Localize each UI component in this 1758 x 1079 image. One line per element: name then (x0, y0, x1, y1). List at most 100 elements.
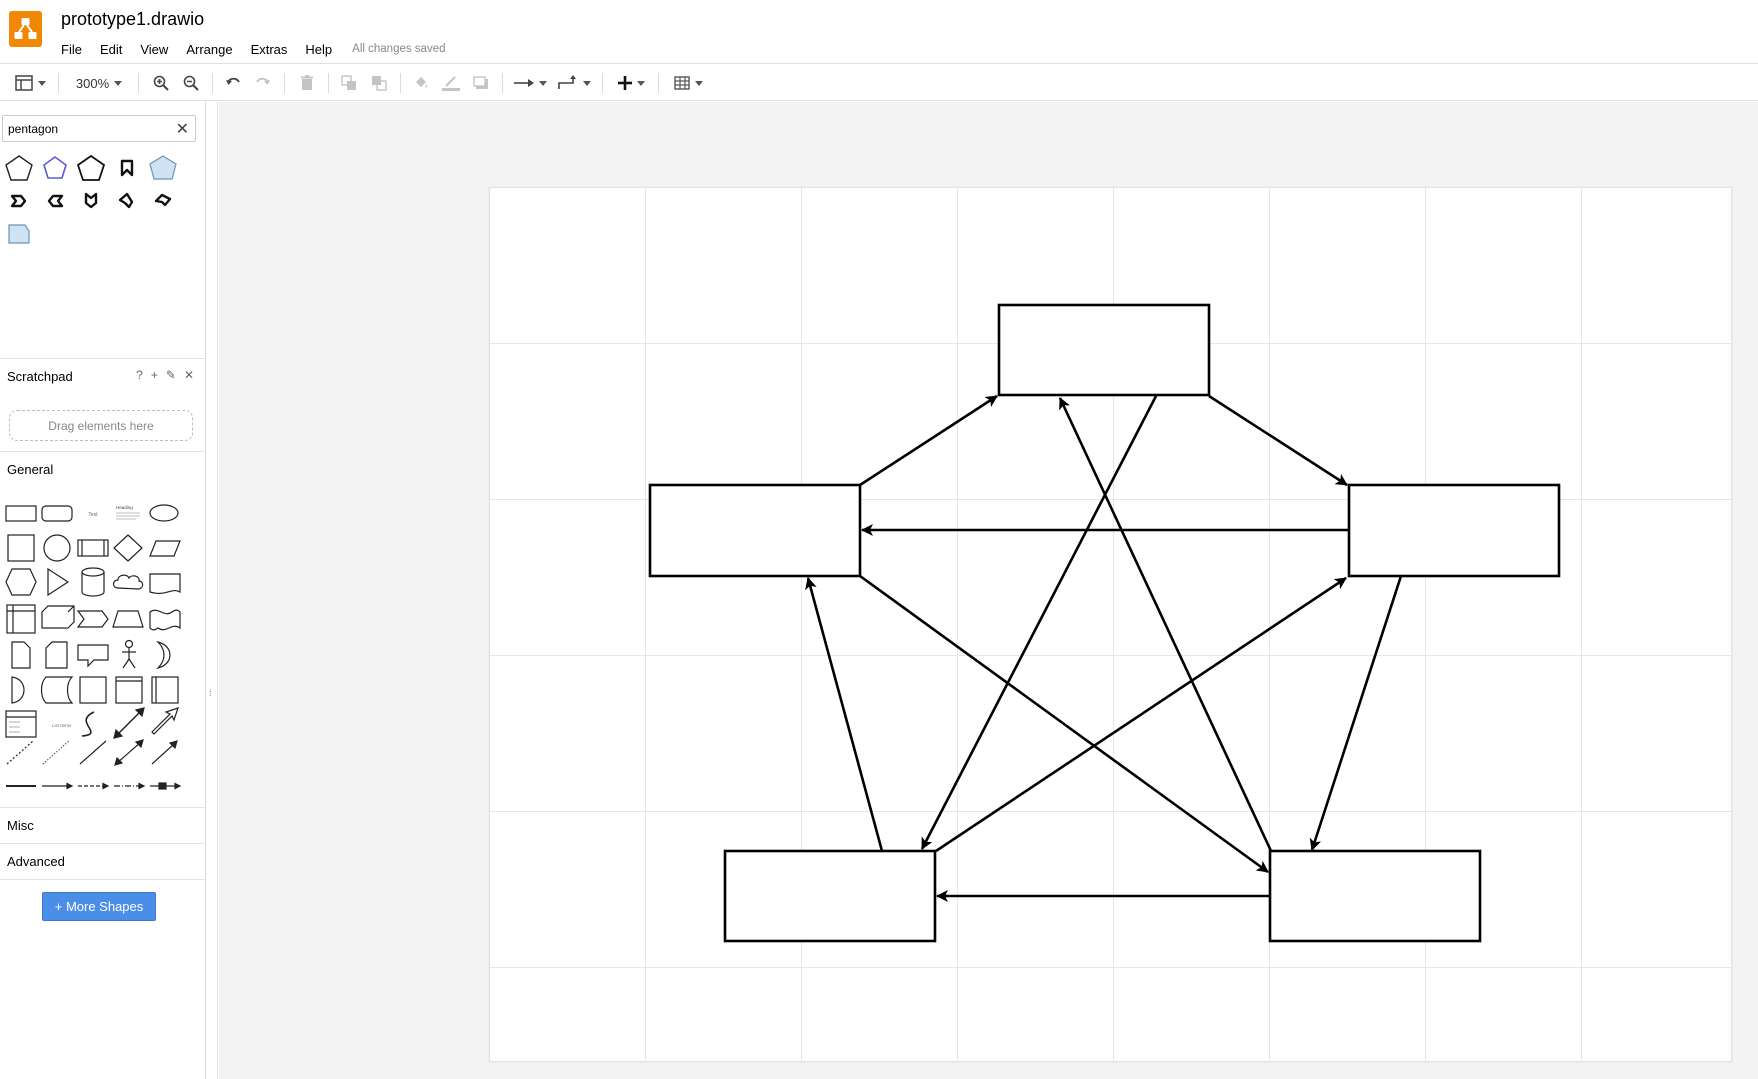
cylinder-shape[interactable] (81, 567, 105, 597)
more-shapes-button[interactable]: + More Shapes (42, 892, 156, 921)
dashed-dotted-connector-shape[interactable] (114, 782, 146, 790)
splitter-grip-icon[interactable]: ⁞ (209, 688, 212, 698)
box-top[interactable] (997, 303, 1211, 397)
link-connector-shape[interactable] (150, 782, 182, 790)
advanced-section-header[interactable]: Advanced (0, 843, 206, 878)
step-left-shape[interactable] (37, 184, 73, 218)
close-icon[interactable]: ✕ (183, 368, 194, 382)
general-section-header[interactable]: General (0, 451, 206, 486)
pentagon-blue-shape[interactable] (37, 151, 73, 185)
line-color-button[interactable] (440, 72, 462, 94)
scratchpad-header[interactable]: Scratchpad ? + ✎ ✕ (0, 358, 206, 393)
double-arrow-line-shape[interactable] (114, 739, 144, 766)
box-bottom-left[interactable] (723, 849, 937, 943)
box-bottom-right[interactable] (1268, 849, 1482, 943)
step-shape[interactable] (76, 610, 109, 628)
step-right-shape[interactable] (1, 184, 37, 218)
zoom-out-button[interactable] (180, 72, 202, 94)
card-shape[interactable] (45, 641, 68, 669)
parallelogram-shape[interactable] (149, 540, 181, 557)
edge-left-to-bottom-right[interactable] (859, 574, 1269, 874)
edge-bottom-right-to-top[interactable] (1058, 397, 1273, 852)
tape-shape[interactable] (149, 609, 181, 631)
menu-edit[interactable]: Edit (99, 41, 123, 57)
misc-section-header[interactable]: Misc (0, 807, 206, 842)
trapezoid-shape[interactable] (112, 610, 144, 628)
ellipse-shape[interactable] (149, 504, 179, 522)
menu-extras[interactable]: Extras (250, 41, 288, 57)
line-shape[interactable] (79, 740, 107, 765)
arrow-line-shape[interactable] (151, 740, 178, 765)
edge-bottom-left-to-right[interactable] (935, 576, 1347, 853)
list-shape[interactable] (5, 710, 37, 738)
note-shape[interactable] (11, 641, 31, 669)
edge-left-to-top[interactable] (859, 394, 998, 487)
curve-shape[interactable] (81, 711, 95, 737)
bidirectional-arrow-shape[interactable] (113, 707, 145, 739)
box-right[interactable] (1347, 483, 1561, 578)
block-arrow-shape[interactable] (151, 707, 179, 735)
edit-icon[interactable]: ✎ (165, 368, 176, 382)
cube-shape[interactable] (41, 605, 75, 629)
clear-search-icon[interactable]: ✕ (175, 121, 189, 138)
process-shape[interactable] (77, 539, 109, 557)
redo-button[interactable] (252, 72, 274, 94)
square-outline-shape[interactable] (79, 676, 107, 704)
rounded-rectangle-shape[interactable] (41, 505, 73, 522)
diamond-shape[interactable] (113, 534, 143, 562)
pennant-diagonal-shape[interactable] (109, 184, 145, 218)
waypoints-button[interactable] (556, 72, 592, 94)
vertical-container-shape[interactable] (151, 676, 179, 704)
to-front-button[interactable] (338, 72, 360, 94)
list-item-shape[interactable]: List Items (52, 723, 72, 728)
dashed-arrow-connector-shape[interactable] (78, 782, 110, 790)
square-shape[interactable] (7, 534, 35, 562)
drawio-logo-icon[interactable] (9, 11, 42, 47)
undo-button[interactable] (222, 72, 244, 94)
rectangle-shape[interactable] (5, 505, 37, 522)
format-panel-button[interactable] (12, 72, 48, 94)
dashed-line-shape[interactable] (6, 740, 34, 765)
menu-arrange[interactable]: Arrange (186, 41, 233, 57)
circle-shape[interactable] (43, 534, 71, 562)
textbox-shape[interactable]: Heading (116, 505, 140, 520)
hexagon-shape[interactable] (5, 568, 37, 596)
box-left[interactable] (648, 483, 862, 578)
bookmark-shape[interactable] (109, 151, 145, 185)
pentagon-shape[interactable] (1, 151, 37, 185)
pentagon-3d-shape[interactable] (145, 151, 181, 185)
menu-view[interactable]: View (140, 41, 169, 57)
delete-button[interactable] (296, 72, 318, 94)
scratchpad-drop-zone[interactable]: Drag elements here (9, 410, 193, 441)
general-shapes-grid[interactable]: Text Heading (0, 496, 206, 816)
cloud-shape[interactable] (112, 574, 144, 590)
callout-shape[interactable] (77, 644, 109, 668)
and-shape[interactable] (11, 676, 25, 704)
pentagon-outline-shape[interactable] (73, 151, 109, 185)
help-icon[interactable]: ? (136, 368, 143, 382)
insert-button[interactable] (614, 72, 648, 94)
text-shape[interactable]: Text (88, 512, 98, 518)
document-shape[interactable] (149, 573, 181, 595)
step-down-shape[interactable] (73, 184, 109, 218)
offpage-tag-shape[interactable] (1, 217, 37, 251)
menu-file[interactable]: File (61, 41, 82, 57)
actor-shape[interactable] (122, 639, 136, 669)
document-title[interactable]: prototype1.drawio (61, 9, 205, 29)
arrow-connector-shape[interactable] (42, 782, 74, 790)
edge-top-to-right[interactable] (1208, 394, 1348, 487)
zoom-in-button[interactable] (150, 72, 172, 94)
fill-color-button[interactable] (410, 72, 432, 94)
connection-style-button[interactable] (512, 72, 548, 94)
data-storage-shape[interactable] (40, 676, 74, 704)
sidebar-splitter[interactable]: ⁞ (206, 101, 218, 1079)
edge-bottom-left-to-left[interactable] (805, 577, 884, 852)
zoom-dropdown[interactable]: 300% (70, 72, 128, 94)
frame-shape[interactable] (115, 676, 143, 704)
menu-help[interactable]: Help (305, 41, 333, 57)
shadow-button[interactable] (470, 72, 492, 94)
container-shape[interactable] (6, 604, 36, 634)
or-shape[interactable] (156, 640, 171, 670)
pennant-tilted-shape[interactable] (145, 184, 181, 218)
edge-right-to-bottom-right[interactable] (1309, 575, 1403, 851)
